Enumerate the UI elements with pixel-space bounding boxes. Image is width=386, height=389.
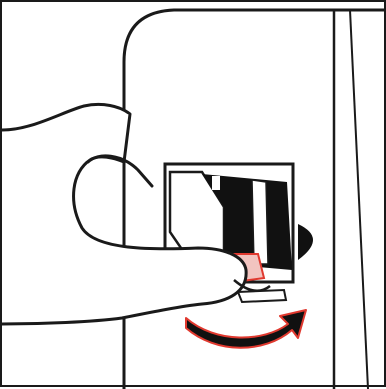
slide-strip — [238, 290, 286, 302]
card-gap — [212, 176, 220, 190]
pull-tab — [298, 224, 313, 260]
card-gap-2 — [252, 180, 268, 264]
device-edge-line-inner — [350, 10, 368, 389]
curved-arrow-icon — [186, 310, 306, 348]
